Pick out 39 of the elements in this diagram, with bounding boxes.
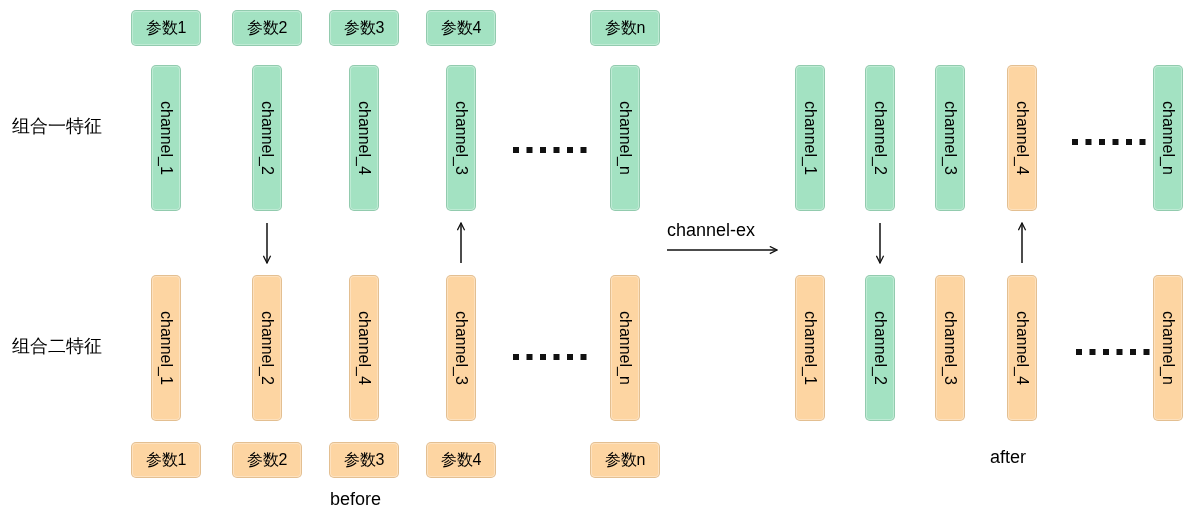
- parameter-box: 参数3: [329, 10, 399, 46]
- parameter-box: 参数2: [232, 10, 302, 46]
- channel-bar: channel_4: [1007, 275, 1037, 421]
- channel-bar: channel_2: [865, 65, 895, 211]
- channel-bar: channel_2: [865, 275, 895, 421]
- text-label: 组合一特征: [12, 117, 102, 135]
- channel-bar: channel_1: [151, 65, 181, 211]
- arrow: [875, 222, 885, 264]
- channel-bar: channel_1: [151, 275, 181, 421]
- parameter-box: 参数2: [232, 442, 302, 478]
- channel-bar: channel_3: [446, 275, 476, 421]
- channel-bar: channel_n: [610, 65, 640, 211]
- channel-bar: channel_n: [610, 275, 640, 421]
- channel-bar: channel_2: [252, 275, 282, 421]
- text-label: after: [990, 448, 1027, 466]
- text-label: 组合二特征: [12, 337, 102, 355]
- parameter-box: 参数4: [426, 442, 496, 478]
- channel-bar: channel_n: [1153, 65, 1183, 211]
- channel-bar: channel_1: [795, 275, 825, 421]
- parameter-box: 参数4: [426, 10, 496, 46]
- parameter-box: 参数n: [590, 10, 660, 46]
- arrow: [1017, 222, 1027, 264]
- channel-bar: channel_4: [1007, 65, 1037, 211]
- text-label: before: [330, 490, 382, 508]
- channel-bar: channel_n: [1153, 275, 1183, 421]
- parameter-box: 参数n: [590, 442, 660, 478]
- parameter-box: 参数3: [329, 442, 399, 478]
- channel-bar: channel_4: [349, 65, 379, 211]
- channel-bar: channel_1: [795, 65, 825, 211]
- channel-bar: channel_3: [446, 65, 476, 211]
- channel-bar: channel_4: [349, 275, 379, 421]
- channel-bar: channel_2: [252, 65, 282, 211]
- channel-bar: channel_3: [935, 275, 965, 421]
- parameter-box: 参数1: [131, 10, 201, 46]
- arrow: [456, 222, 466, 264]
- arrow: [262, 222, 272, 264]
- parameter-box: 参数1: [131, 442, 201, 478]
- channel-bar: channel_3: [935, 65, 965, 211]
- text-label: channel-ex: [667, 221, 756, 239]
